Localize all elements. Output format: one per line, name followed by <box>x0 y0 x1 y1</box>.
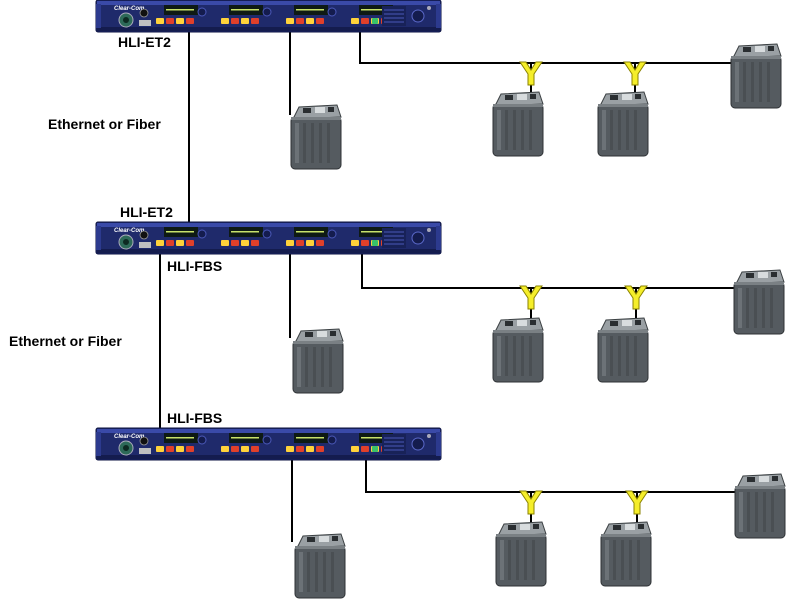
unit-2-top-label: HLI-ET2 <box>120 204 173 220</box>
beltpack <box>495 521 547 587</box>
beltpack <box>294 533 346 599</box>
beltpack <box>492 317 544 383</box>
beltpack <box>730 43 782 109</box>
unit-2-bottom-label: HLI-FBS <box>167 258 223 274</box>
beltpack <box>597 91 649 157</box>
rack-unit-1 <box>95 0 442 33</box>
unit-1-label: HLI-ET2 <box>118 34 171 50</box>
beltpack <box>734 473 786 539</box>
beltpack <box>492 91 544 157</box>
rack-unit-2 <box>95 221 442 255</box>
beltpack <box>733 269 785 335</box>
unit-3-label: HLI-FBS <box>167 410 223 426</box>
rack-unit-3 <box>95 427 442 461</box>
cables <box>159 32 758 542</box>
beltpack <box>292 328 344 394</box>
beltpack <box>290 104 342 170</box>
beltpack <box>600 521 652 587</box>
link-1-label: Ethernet or Fiber <box>48 116 161 132</box>
link-2-label: Ethernet or Fiber <box>9 333 122 349</box>
beltpack <box>597 317 649 383</box>
